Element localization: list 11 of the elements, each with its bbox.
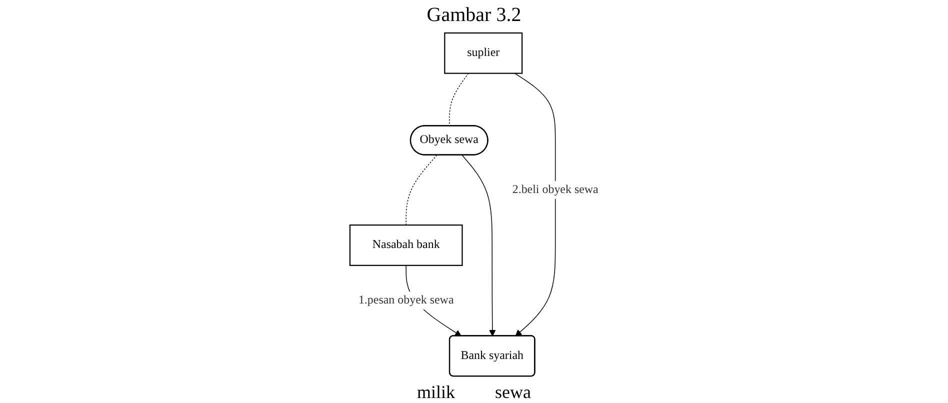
connector xyxy=(448,72,469,126)
note-label: sewa xyxy=(495,382,531,403)
note-label: milik xyxy=(417,382,456,403)
diagram-title: Gambar 3.2 xyxy=(426,4,522,27)
arrow xyxy=(514,72,556,336)
arrow xyxy=(462,154,496,336)
edge-label: 2.beli obyek sewa xyxy=(512,183,598,196)
edge-label: 1.pesan obyek sewa xyxy=(358,294,454,307)
node-box: suplier xyxy=(444,32,522,74)
node-box: Nasabah bank xyxy=(349,224,463,266)
connector xyxy=(406,154,438,226)
